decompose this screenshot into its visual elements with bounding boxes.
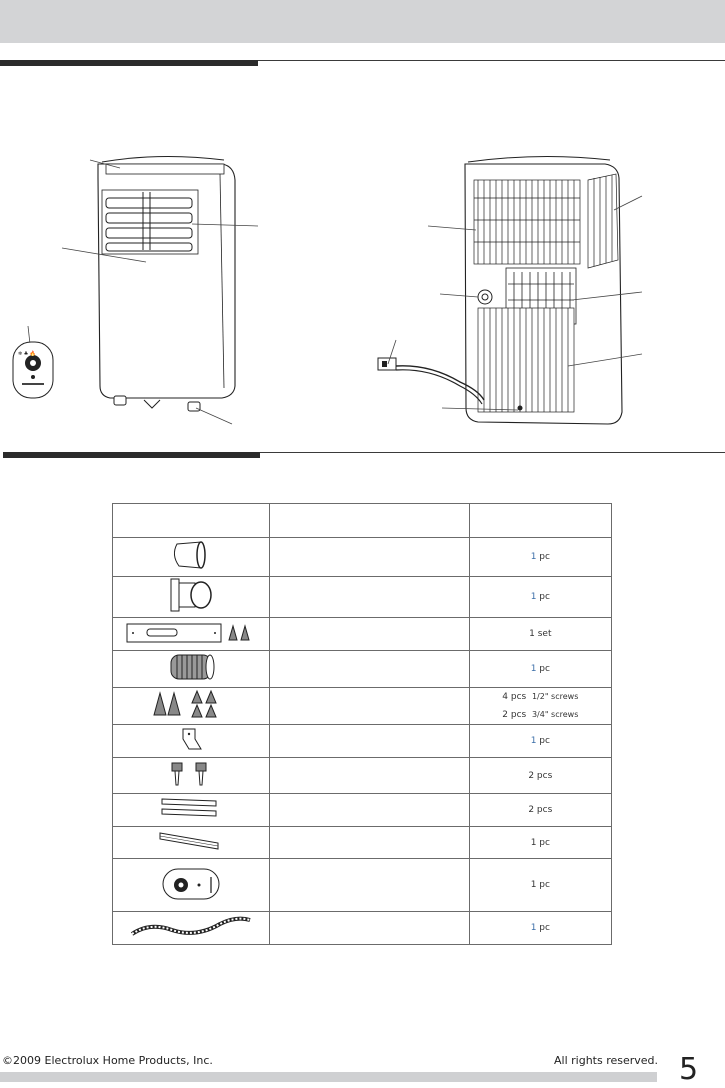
- table-row: 1 pc: [112, 826, 613, 859]
- page-number: 5: [679, 1052, 699, 1087]
- qty-unit: pc: [536, 664, 550, 674]
- qty-text: 2 pcs: [528, 805, 553, 815]
- qty-cell: 1 pc: [468, 858, 613, 912]
- window-exhaust-adapter-icon: [170, 578, 212, 612]
- qty-unit: pc: [536, 923, 550, 933]
- qty-cell: 1 set: [468, 617, 613, 651]
- header-band: [0, 0, 725, 43]
- qty-unit: pc: [536, 592, 550, 602]
- qty-number: 1: [530, 664, 537, 674]
- section-rule-bottom: [3, 452, 260, 458]
- bolts-icon: [171, 762, 207, 785]
- bracket-icon: [182, 728, 202, 750]
- qty-text: 1 pc: [530, 837, 550, 848]
- qty-line-a: 4 pcs 1/2" screws: [470, 688, 611, 706]
- rear-view-illustration: [377, 155, 643, 425]
- qty-cell: 1 pc: [468, 724, 613, 758]
- header-cell-qty: [468, 503, 613, 538]
- section-rule-bottom-line: [260, 452, 725, 453]
- qty-text: 1 pc: [530, 880, 550, 890]
- table-row: 2 pcs: [112, 757, 613, 794]
- table-row: 1 pc: [112, 724, 613, 758]
- table-row: 1 pc: [112, 911, 613, 945]
- copyright-text: ©2009 Electrolux Home Products, Inc.: [2, 1054, 213, 1067]
- table-row: 1 pc: [112, 576, 613, 618]
- table-row: 4 pcs 1/2" screws 2 pcs 3/4" screws: [112, 687, 613, 725]
- qty-number: 4: [502, 692, 508, 702]
- qty-cell: 4 pcs 1/2" screws 2 pcs 3/4" screws: [468, 687, 613, 725]
- qty-unit: pc: [536, 552, 550, 562]
- table-row: 1 pc: [112, 858, 613, 912]
- rights-text: All rights reserved.: [554, 1054, 659, 1067]
- qty-number: 1: [530, 736, 537, 746]
- qty-number: 1: [530, 552, 537, 562]
- qty-unit: pcs: [510, 710, 527, 720]
- qty-number: 2: [502, 710, 508, 720]
- window-kit-icon: [126, 623, 250, 643]
- qty-note: 3/4" screws: [531, 710, 579, 719]
- table-row: 1 pc: [112, 650, 613, 688]
- footer-bar: [0, 1072, 657, 1082]
- table-header-row: [112, 503, 613, 538]
- qty-text: 2 pcs: [528, 770, 553, 781]
- exhaust-hose-icon: [170, 654, 215, 680]
- qty-unit: pcs: [510, 692, 527, 702]
- foam-seal-icon: [161, 798, 217, 817]
- qty-number: 1: [530, 923, 537, 933]
- qty-cell: 1 pc: [468, 826, 613, 859]
- qty-cell: 1 pc: [468, 537, 613, 577]
- front-view-illustration: [61, 155, 259, 425]
- table-row: 1 set: [112, 617, 613, 651]
- svg-text:❄ ♣ 🔥: ❄ ♣ 🔥: [18, 350, 36, 357]
- accessories-table: 1 pc 1 pc 1 set: [112, 503, 613, 945]
- qty-cell: 1 pc: [468, 911, 613, 945]
- foam-strip-icon: [159, 831, 219, 850]
- window-adapter-icon: [173, 541, 206, 569]
- qty-cell: 1 pc: [468, 650, 613, 688]
- table-row: 1 pc: [112, 537, 613, 577]
- qty-note: 1/2" screws: [531, 692, 579, 701]
- remote-control-icon: [162, 868, 220, 900]
- drain-hose-icon: [130, 916, 251, 936]
- table-row: 2 pcs: [112, 793, 613, 827]
- qty-text: 1 set: [529, 629, 552, 639]
- screws-icon: [153, 689, 217, 718]
- control-panel-illustration: ❄ ♣ 🔥: [12, 325, 54, 399]
- qty-cell: 2 pcs: [468, 757, 613, 794]
- header-cell-image: [112, 503, 270, 538]
- qty-unit: pc: [536, 736, 550, 746]
- section-rule-top-line: [258, 60, 725, 61]
- qty-line-b: 2 pcs 3/4" screws: [470, 706, 611, 724]
- qty-cell: 1 pc: [468, 576, 613, 618]
- qty-number: 1: [530, 592, 537, 602]
- header-cell-name: [268, 503, 470, 538]
- qty-cell: 2 pcs: [468, 793, 613, 827]
- section-rule-top: [0, 60, 258, 66]
